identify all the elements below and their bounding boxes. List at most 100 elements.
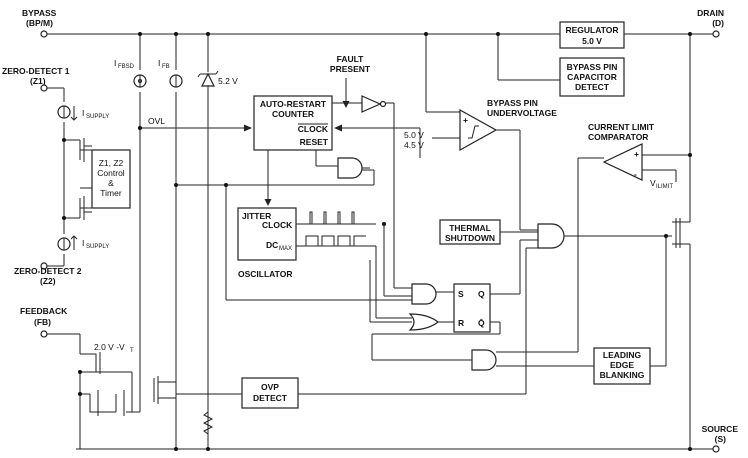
- bypass-cap-label-1: BYPASS PIN: [567, 62, 618, 72]
- ifb-subscript: FB: [162, 64, 170, 70]
- oscillator-label: OSCILLATOR: [238, 269, 292, 279]
- isupply1-subscript: SUPPLY: [86, 114, 109, 120]
- z-control-block: Z1, Z2 Control & Timer: [91, 149, 131, 209]
- fault-buffer: [361, 95, 387, 113]
- ff-q-label: Q: [478, 289, 485, 299]
- v45-label: 4.5 V: [404, 140, 424, 150]
- feedback-pin-sub: (FB): [34, 317, 51, 327]
- current-limit-label-2: COMPARATOR: [588, 132, 648, 142]
- reset-and-gate: [337, 157, 370, 179]
- ovp-label-2: DETECT: [253, 393, 288, 403]
- leb-label-2: EDGE: [610, 360, 634, 370]
- resistor: [202, 410, 214, 436]
- feedback-pin-label: FEEDBACK: [20, 306, 68, 316]
- uv-plus: +: [463, 115, 468, 125]
- bypass-pin-sub: (BP/M): [26, 18, 53, 28]
- reset-or-gate: [408, 313, 439, 331]
- ff-s-label: S: [458, 289, 464, 299]
- isupply1-label: I: [82, 108, 84, 118]
- waveforms: [304, 211, 366, 247]
- pin-labels: BYPASS (BP/M) DRAIN (D) ZERO-DETECT 1 (Z…: [2, 8, 738, 444]
- ovp-label-1: OVP: [261, 382, 279, 392]
- bypass-cap-detect-block: BYPASS PIN CAPACITOR DETECT: [559, 57, 625, 97]
- current-limit-label-1: CURRENT LIMIT: [588, 122, 655, 132]
- source-pin-label: SOURCE: [702, 424, 739, 434]
- z-control-label-1: Z1, Z2: [99, 158, 124, 168]
- leb-label-1: LEADING: [603, 350, 642, 360]
- leb-label-3: BLANKING: [600, 370, 645, 380]
- bypass-uv-label-1: BYPASS PIN: [487, 98, 538, 108]
- current-limit-comparator: + -: [602, 143, 666, 181]
- bypass-pin-label: BYPASS: [22, 8, 57, 18]
- feedback-pin: [40, 330, 48, 338]
- zd1-pin-label: ZERO-DETECT 1: [2, 66, 70, 76]
- drain-pin-label: DRAIN: [697, 8, 724, 18]
- regulator-label: REGULATOR: [565, 25, 618, 35]
- zd2-pin-sub: (Z2): [40, 276, 56, 286]
- isupply2-label: I: [82, 238, 84, 248]
- auto-restart-counter-block: AUTO-RESTART COUNTER CLOCK RESET: [253, 95, 333, 151]
- current-sources: [57, 74, 183, 251]
- ifb-label: I: [158, 58, 160, 68]
- vilimit-label: V: [650, 178, 656, 188]
- oscillator-block: JITTER CLOCK DC MAX OSCILLATOR: [237, 207, 297, 279]
- fb-ref-label: 2.0 V -V: [94, 342, 125, 352]
- bypass-pin: [40, 30, 48, 38]
- thermal-label-1: THERMAL: [449, 223, 491, 233]
- counter-clock-label: CLOCK: [298, 124, 329, 134]
- bypass-uv-label-2: UNDERVOLTAGE: [487, 108, 557, 118]
- ovl-label: OVL: [148, 116, 165, 126]
- ovp-detect-block: OVP DETECT: [241, 377, 299, 409]
- drain-pin-sub: (D): [712, 18, 724, 28]
- pin-terminals: [40, 30, 720, 453]
- main-and-gate: [537, 223, 565, 249]
- ifbsd-label: I: [114, 58, 116, 68]
- isupply2-subscript: SUPPLY: [86, 244, 109, 250]
- counter-reset-label: RESET: [300, 137, 329, 147]
- regulator-voltage: 5.0 V: [582, 36, 602, 46]
- fault-label-2: PRESENT: [330, 64, 371, 74]
- dcmax-subscript: MAX: [279, 246, 292, 252]
- zd2-pin-label: ZERO-DETECT 2: [14, 266, 82, 276]
- ff-r-label: R: [458, 318, 464, 328]
- leb-block: LEADING EDGE BLANKING: [593, 347, 651, 385]
- zd2-pin: [40, 262, 48, 270]
- ifbsd-subscript: FBSD: [118, 64, 135, 70]
- bypass-cap-label-3: DETECT: [575, 82, 610, 92]
- regulator-block: REGULATOR 5.0 V: [559, 21, 625, 49]
- set-and-gate: [411, 283, 437, 305]
- leb-and-gate: [471, 349, 497, 371]
- zener-voltage-label: 5.2 V: [218, 76, 238, 86]
- z-control-label-4: Timer: [100, 188, 122, 198]
- auto-restart-label-1: AUTO-RESTART: [260, 99, 327, 109]
- jitter-label: JITTER: [242, 211, 271, 221]
- bypass-cap-label-2: CAPACITOR: [567, 72, 617, 82]
- zd1-pin: [40, 84, 48, 92]
- vilimit-subscript: ILIMIT: [656, 184, 673, 190]
- sr-flip-flop: S Q R Q̄: [453, 283, 491, 333]
- dcmax-label: DC: [266, 240, 278, 250]
- auto-restart-label-2: COUNTER: [272, 109, 314, 119]
- source-pin: [712, 445, 720, 453]
- z-control-label-2: Control: [97, 168, 125, 178]
- drain-pin: [712, 30, 720, 38]
- thermal-label-2: SHUTDOWN: [445, 233, 495, 243]
- junctions: [62, 32, 692, 451]
- thermal-shutdown-block: THERMAL SHUTDOWN: [439, 219, 501, 245]
- zd1-pin-sub: (Z1): [30, 76, 46, 86]
- cl-minus: -: [634, 169, 637, 179]
- z-control-label-3: &: [108, 178, 114, 188]
- v5-label: 5.0 V: [404, 130, 424, 140]
- undervoltage-comparator: +: [432, 108, 498, 152]
- jitter-clock-label: CLOCK: [262, 220, 293, 230]
- fb-ref-subscript: T: [130, 348, 134, 354]
- cl-plus: +: [634, 149, 639, 159]
- fault-label-1: FAULT: [337, 54, 365, 64]
- transistors: [79, 138, 690, 416]
- ff-qbar-label: Q̄: [478, 318, 485, 328]
- annotation-labels: FAULT PRESENT BYPASS PIN UNDERVOLTAGE CU…: [82, 54, 673, 354]
- source-pin-sub: (S): [715, 434, 727, 444]
- zener-diode: [197, 70, 219, 87]
